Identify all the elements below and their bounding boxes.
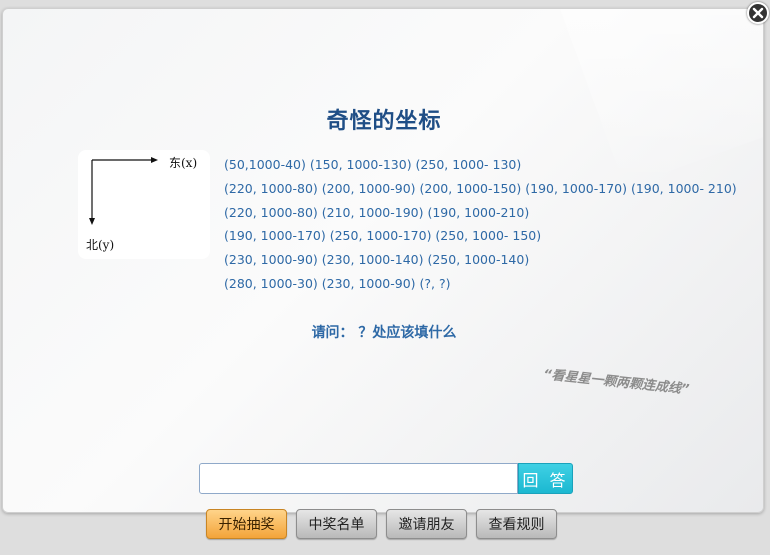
- coordinate-line: (230, 1000-90) (230, 1000-140) (250, 100…: [224, 252, 530, 268]
- answer-button[interactable]: 回 答: [518, 463, 573, 494]
- answer-input[interactable]: [199, 463, 518, 494]
- view-rules-button[interactable]: 查看规则: [476, 509, 557, 539]
- coordinate-line: (190, 1000-170) (250, 1000-170) (250, 10…: [224, 228, 542, 244]
- action-bar: 开始抽奖 中奖名单 邀请朋友 查看规则: [0, 509, 770, 541]
- dialog-panel: 奇怪的坐标 东(x) 北(y) (50,1000-40) (150, 1000-…: [2, 8, 764, 513]
- east-axis-label: 东(x): [169, 156, 198, 170]
- winners-list-button[interactable]: 中奖名单: [296, 509, 377, 539]
- start-draw-button[interactable]: 开始抽奖: [206, 509, 287, 539]
- hint-text: “看星星一颗两颗连成线”: [542, 367, 690, 398]
- invite-friends-button[interactable]: 邀请朋友: [386, 509, 467, 539]
- compass-diagram: 东(x) 北(y): [78, 150, 210, 259]
- question-text: 请问： ？处应该填什么: [311, 325, 457, 341]
- coordinate-line: (220, 1000-80) (210, 1000-190) (190, 100…: [224, 204, 530, 220]
- coordinate-line: (50,1000-40) (150, 1000-130) (250, 1000-…: [224, 157, 522, 172]
- coordinate-line: (220, 1000-80) (200, 1000-90) (200, 1000…: [224, 180, 737, 196]
- coordinate-line: (280, 1000-30) (230, 1000-90) (?, ?): [224, 275, 451, 291]
- close-icon: [752, 7, 764, 19]
- close-button[interactable]: [747, 2, 769, 24]
- coordinate-list: (50,1000-40) (150, 1000-130) (250, 1000-…: [224, 153, 763, 296]
- north-axis-label: 北(y): [86, 238, 115, 252]
- compass-axes: [89, 157, 158, 225]
- puzzle-title: 奇怪的坐标: [326, 109, 442, 134]
